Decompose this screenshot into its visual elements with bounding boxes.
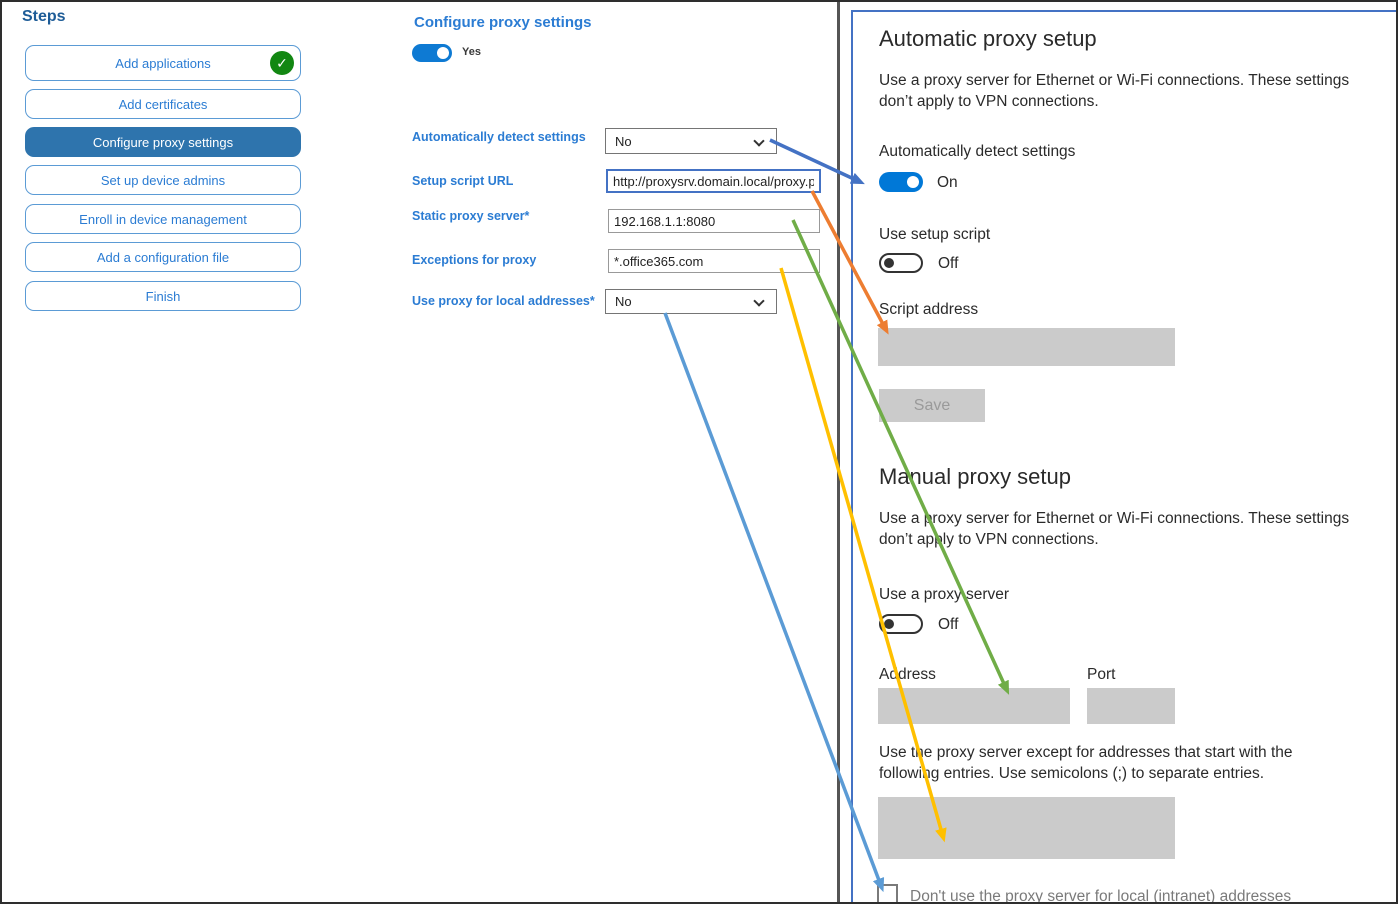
bypass-local-checkbox-label: Don't use the proxy server for local (in… (910, 888, 1292, 904)
exceptions-for-proxy-input[interactable] (608, 249, 820, 273)
save-button-label: Save (913, 396, 951, 414)
field-label-use-proxy-local: Use proxy for local addresses* (412, 294, 595, 308)
sidebar-item-enroll-in-device-management[interactable]: Enroll in device management (25, 204, 301, 234)
sidebar-item-set-up-device-admins[interactable]: Set up device admins (25, 165, 301, 195)
detect-settings-toggle[interactable] (879, 172, 923, 192)
arrow-local-addresses (663, 312, 885, 893)
completed-check-icon: ✓ (270, 51, 294, 75)
setup-script-url-input[interactable] (606, 169, 821, 193)
step-label: Enroll in device management (79, 211, 247, 227)
script-address-input[interactable] (878, 328, 1175, 366)
step-label: Add a configuration file (96, 249, 230, 265)
sidebar-item-configure-proxy-settings[interactable]: Configure proxy settings (25, 127, 301, 157)
toggle-knob (907, 176, 919, 188)
page-title: Configure proxy settings (414, 14, 592, 31)
bypass-local-checkbox[interactable] (877, 884, 898, 902)
proxy-exceptions-description: Use the proxy server except for addresse… (879, 744, 1293, 782)
toggle-knob (884, 258, 894, 268)
proxy-exceptions-textarea[interactable] (878, 797, 1175, 859)
use-setup-script-toggle[interactable] (879, 253, 923, 273)
save-button[interactable]: Save (879, 389, 985, 422)
sidebar-item-add-applications[interactable]: Add applications ✓ (25, 45, 301, 81)
chevron-down-icon (753, 295, 765, 307)
script-address-label: Script address (879, 301, 979, 318)
use-proxy-local-select[interactable]: No (605, 289, 777, 314)
select-value: No (615, 294, 632, 309)
configure-proxy-toggle-state: Yes (462, 46, 481, 58)
port-label: Port (1087, 666, 1116, 683)
use-setup-script-state: Off (938, 255, 959, 272)
step-label: Add applications (115, 55, 211, 71)
pane-divider (837, 2, 840, 902)
port-input[interactable] (1087, 688, 1175, 724)
field-label-setup-script-url: Setup script URL (412, 174, 514, 188)
automatic-proxy-description: Use a proxy server for Ethernet or Wi-Fi… (879, 72, 1350, 110)
detect-settings-select[interactable]: No (605, 128, 777, 154)
field-label-exceptions-for-proxy: Exceptions for proxy (412, 253, 537, 267)
automatic-proxy-setup-heading: Automatic proxy setup (879, 26, 1097, 51)
field-label-detect-settings: Automatically detect settings (412, 130, 586, 144)
use-setup-script-label: Use setup script (879, 226, 991, 243)
step-label: Configure proxy settings (92, 134, 234, 150)
step-label: Add certificates (118, 96, 208, 112)
field-label-static-proxy-server: Static proxy server* (412, 209, 530, 223)
chevron-down-icon (753, 135, 765, 147)
static-proxy-server-input[interactable] (608, 209, 820, 233)
use-proxy-server-label: Use a proxy server (879, 586, 1010, 603)
step-label: Set up device admins (100, 172, 226, 188)
steps-heading: Steps (22, 8, 66, 25)
use-proxy-server-toggle[interactable] (879, 614, 923, 634)
sidebar-item-add-a-configuration-file[interactable]: Add a configuration file (25, 242, 301, 272)
address-input[interactable] (878, 688, 1070, 724)
windows-proxy-settings-panel: Automatic proxy setup Use a proxy server… (851, 10, 1396, 904)
toggle-knob (437, 47, 449, 59)
sidebar-item-finish[interactable]: Finish (25, 281, 301, 311)
sidebar-item-add-certificates[interactable]: Add certificates (25, 89, 301, 119)
configure-proxy-toggle[interactable] (412, 44, 452, 62)
toggle-knob (884, 619, 894, 629)
manual-proxy-setup-heading: Manual proxy setup (879, 464, 1071, 489)
detect-settings-state: On (937, 174, 958, 191)
address-label: Address (879, 666, 936, 683)
use-proxy-server-state: Off (938, 616, 959, 633)
manual-proxy-description: Use a proxy server for Ethernet or Wi-Fi… (879, 510, 1350, 548)
select-value: No (615, 133, 632, 149)
step-label: Finish (145, 288, 181, 304)
detect-settings-label: Automatically detect settings (879, 143, 1076, 160)
